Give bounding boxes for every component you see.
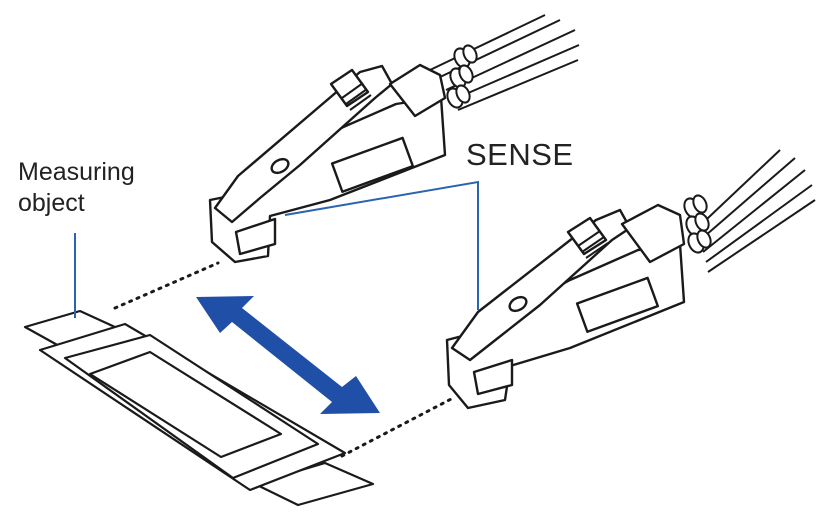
lower-alligator-clip-icon <box>445 203 686 410</box>
sense-label: SENSE <box>466 137 574 172</box>
lower-clip-notch <box>472 358 514 396</box>
upper-clip-hole <box>270 157 290 175</box>
upper-alligator-clip-icon <box>208 63 447 264</box>
lower-clip-collar <box>620 203 686 264</box>
lower-clip-window <box>575 276 660 333</box>
upper-clip-notch <box>234 217 277 256</box>
upper-clip-strain-relief <box>446 44 478 109</box>
measuring-object-label-line2: object <box>18 189 85 217</box>
upper-clip-collar <box>388 63 447 118</box>
dotted-guide-bottom <box>340 395 457 458</box>
double-headed-arrow-icon <box>196 296 380 414</box>
lower-clip-cables <box>689 149 816 273</box>
measuring-object-label-line1: Measuring <box>18 158 135 186</box>
lower-clip-hole <box>508 295 528 313</box>
measuring-object <box>23 309 375 507</box>
upper-clip-grip-lines <box>341 82 372 111</box>
sense-leader-lines <box>284 180 479 310</box>
lower-clip-strain-relief <box>683 194 712 254</box>
upper-clip-window <box>330 136 415 193</box>
object-inner-panel <box>88 350 283 459</box>
upper-clip-ridge <box>329 68 370 108</box>
dotted-guide-top <box>113 261 220 310</box>
measuring-object-label: Measuring object <box>18 157 135 219</box>
lower-clip-grip-lines <box>577 230 609 259</box>
